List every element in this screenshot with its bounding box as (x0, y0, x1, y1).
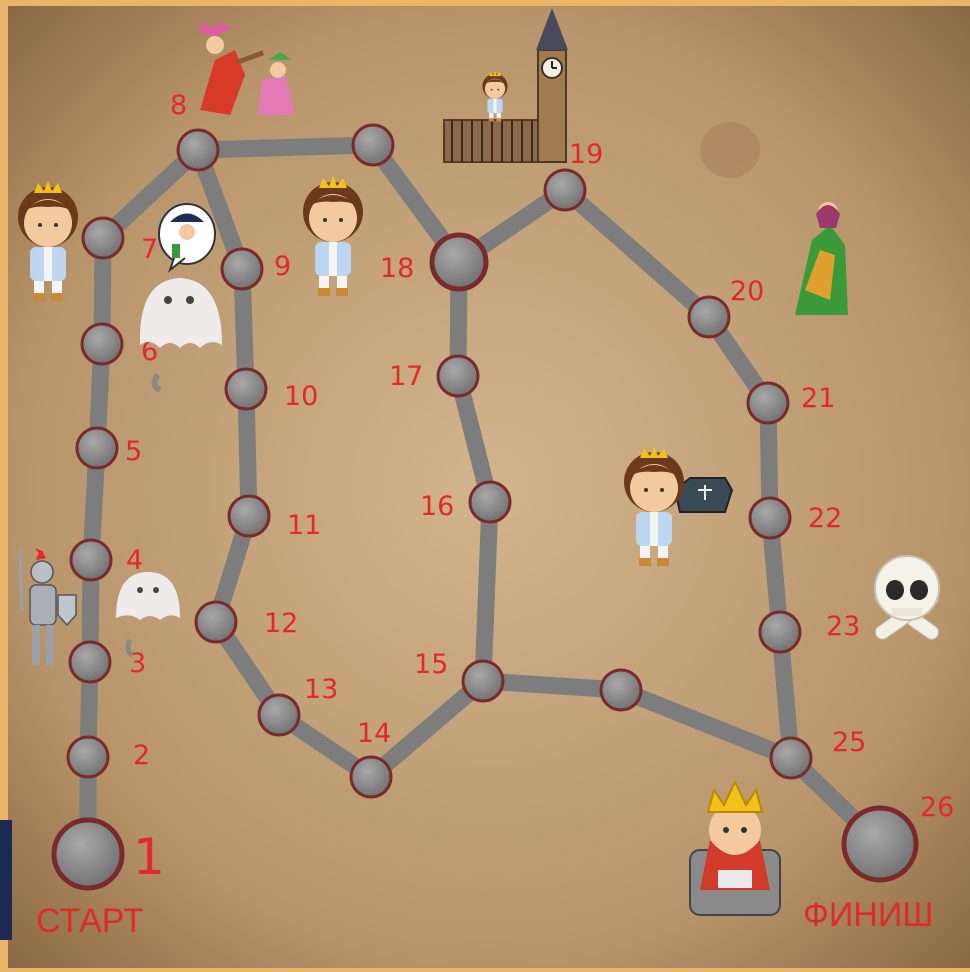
prince-part (640, 546, 650, 560)
prince-part (44, 247, 52, 281)
cell-number: 1 (133, 828, 165, 886)
cell-number: 14 (357, 718, 391, 749)
prince-part (54, 223, 58, 227)
cell-number: 10 (284, 381, 318, 412)
prince-part (644, 488, 648, 492)
prince-part (34, 281, 44, 295)
board-cell[interactable] (748, 383, 788, 423)
cell-number: 23 (826, 611, 860, 642)
prince-part (336, 288, 348, 296)
prince-part (319, 276, 329, 290)
path-segment (198, 145, 373, 150)
board-cell[interactable] (222, 249, 262, 289)
prince-part (660, 488, 664, 492)
path-segment (483, 502, 490, 681)
board-cell[interactable] (432, 235, 486, 289)
prince-part (38, 223, 42, 227)
prince-part (33, 293, 45, 301)
board-cell[interactable] (353, 125, 393, 165)
finish-label: ФИНИШ (803, 896, 933, 934)
prince-part (323, 218, 327, 222)
board-cell[interactable] (178, 130, 218, 170)
board-cell[interactable] (470, 482, 510, 522)
board-cell[interactable] (844, 808, 916, 880)
prince-part (489, 118, 494, 121)
prince-part (658, 546, 668, 560)
cell-number: 2 (133, 740, 150, 771)
cell-number: 5 (125, 436, 142, 467)
cell-number: 17 (389, 361, 423, 392)
start-label: СТАРТ (36, 902, 144, 940)
board-cell[interactable] (750, 498, 790, 538)
board-cell[interactable] (463, 661, 503, 701)
board-cell[interactable] (82, 324, 122, 364)
cell-number: 12 (264, 608, 298, 639)
prince-part (318, 288, 330, 296)
prince-part (496, 118, 501, 121)
prince-part (337, 276, 347, 290)
board-cell[interactable] (54, 820, 122, 888)
cell-number: 22 (808, 503, 842, 534)
board-cell[interactable] (196, 602, 236, 642)
cell-number: 8 (170, 90, 187, 121)
board-cell[interactable] (83, 218, 123, 258)
board-cell[interactable] (545, 170, 585, 210)
prince-part (493, 99, 496, 113)
board-cell[interactable] (760, 612, 800, 652)
cell-number: 13 (304, 674, 338, 705)
cell-number: 7 (141, 234, 158, 265)
board-cell[interactable] (226, 369, 266, 409)
board-cell[interactable] (351, 757, 391, 797)
board-cell[interactable] (601, 670, 641, 710)
board-cell[interactable] (438, 356, 478, 396)
cell-number: 18 (380, 253, 414, 284)
board-cell[interactable] (229, 496, 269, 536)
prince-part (650, 512, 658, 546)
prince-part (329, 242, 337, 276)
prince-part (489, 113, 493, 119)
board-cell[interactable] (259, 695, 299, 735)
cell-number: 26 (920, 792, 954, 823)
board-cell[interactable] (68, 737, 108, 777)
cell-number: 21 (801, 383, 835, 414)
parchment-stain (700, 122, 760, 178)
prince-part (497, 113, 501, 119)
board-cell[interactable] (70, 642, 110, 682)
board-cell[interactable] (71, 540, 111, 580)
cell-number: 19 (569, 139, 603, 170)
cell-number: 11 (287, 510, 321, 541)
cell-number: 20 (730, 276, 764, 307)
prince-part (491, 89, 493, 91)
board-cell[interactable] (771, 738, 811, 778)
prince-part (498, 89, 500, 91)
cell-number: 15 (414, 649, 448, 680)
cell-number: 16 (420, 491, 454, 522)
prince-part (339, 218, 343, 222)
board-cell[interactable] (689, 297, 729, 337)
dark-corner (0, 820, 12, 940)
prince-part (639, 558, 651, 566)
prince-part (51, 293, 63, 301)
prince-part (52, 281, 62, 295)
board-cell[interactable] (77, 428, 117, 468)
cell-number: 25 (832, 727, 866, 758)
cell-number: 4 (126, 545, 143, 576)
prince-part (657, 558, 669, 566)
cell-number: 9 (274, 251, 291, 282)
